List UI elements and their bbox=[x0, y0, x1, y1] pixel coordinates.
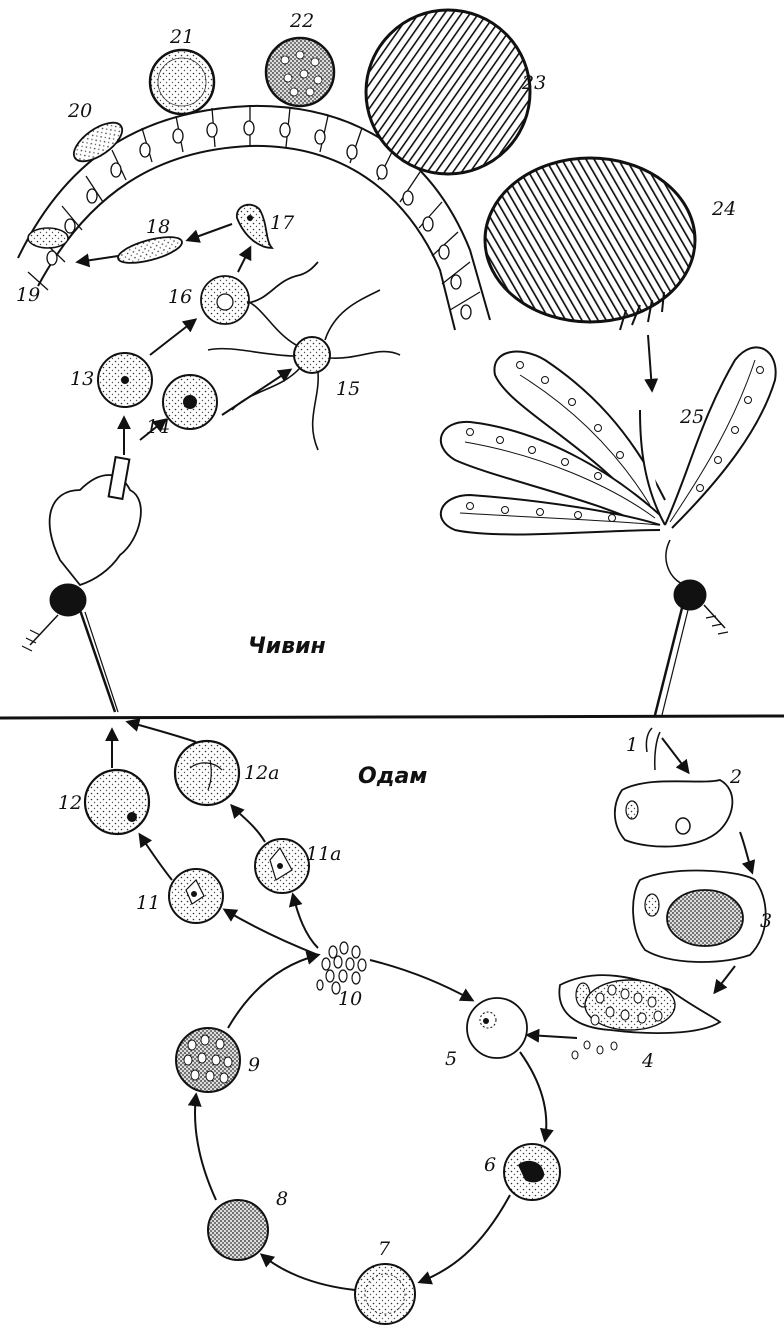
stage-3-host-nucleus bbox=[645, 894, 659, 916]
stage-label-10: 10 bbox=[338, 990, 362, 1009]
mosquito-head-right bbox=[655, 540, 728, 715]
stage-2-parasite bbox=[676, 818, 690, 834]
stage-17-zygote bbox=[237, 205, 272, 248]
human-host-label: Одам bbox=[358, 766, 427, 788]
stage-label-8: 8 bbox=[276, 1190, 288, 1209]
stage-label-23: 23 bbox=[522, 74, 546, 93]
stage-2-host-nucleus bbox=[626, 801, 638, 819]
stage-label-17: 17 bbox=[270, 214, 294, 233]
stage-14-nucleus bbox=[183, 395, 197, 409]
stage-label-25: 25 bbox=[680, 408, 704, 427]
stage-11a-nucleus bbox=[277, 863, 283, 869]
stage-label-18: 18 bbox=[146, 218, 170, 237]
stage-label-15: 15 bbox=[336, 380, 360, 399]
stage-label-5: 5 bbox=[445, 1050, 457, 1069]
stage-label-16: 16 bbox=[168, 288, 192, 307]
stage-label-12: 12 bbox=[58, 794, 82, 813]
stage-22-oocyst bbox=[266, 38, 334, 106]
stage-3-schizont bbox=[667, 890, 743, 946]
stage-label-4: 4 bbox=[642, 1052, 654, 1071]
stage-23-oocyst bbox=[366, 10, 530, 174]
stage-label-12a: 12a bbox=[244, 764, 280, 783]
stage-label-24: 24 bbox=[712, 200, 736, 219]
stage-10-merozoites bbox=[317, 942, 366, 994]
stage-12-gametocyte bbox=[85, 770, 149, 834]
stage-12-nucleus bbox=[127, 812, 137, 822]
stage-12a-gametocyte bbox=[175, 741, 239, 805]
stage-21-oocyst bbox=[150, 50, 214, 114]
stage-label-21: 21 bbox=[170, 28, 194, 47]
stage-label-22: 22 bbox=[290, 12, 314, 31]
stage-label-1: 1 bbox=[626, 736, 638, 755]
mosquito-head-left bbox=[22, 457, 141, 712]
stage-1-sporozoites bbox=[646, 728, 660, 770]
stage-24-oocyst-rupturing bbox=[485, 158, 695, 330]
stage-4-liver-schizont bbox=[559, 975, 720, 1059]
stage-7-erythrocyte bbox=[355, 1264, 415, 1324]
host-divider-line bbox=[0, 716, 784, 718]
stage-label-9: 9 bbox=[248, 1056, 260, 1075]
stage-5-dot bbox=[483, 1018, 489, 1024]
stage-25-salivary-glands bbox=[441, 347, 776, 534]
stage-11-nucleus bbox=[191, 891, 197, 897]
stage-label-14: 14 bbox=[146, 418, 170, 437]
stage-label-19: 19 bbox=[16, 286, 40, 305]
stage-label-6: 6 bbox=[484, 1156, 496, 1175]
stage-5-erythrocyte bbox=[467, 998, 527, 1058]
mosquito-host-label: Чивин bbox=[248, 636, 326, 658]
stage-label-13: 13 bbox=[70, 370, 94, 389]
stage-8-erythrocyte bbox=[208, 1200, 268, 1260]
stage-13-nucleus bbox=[121, 376, 129, 384]
stage-16-ookinete-forming bbox=[201, 262, 318, 324]
stage-label-2: 2 bbox=[730, 768, 742, 787]
stage-19-cell bbox=[28, 228, 68, 248]
stage-label-20: 20 bbox=[68, 102, 92, 121]
stage-label-11a: 11a bbox=[306, 845, 342, 864]
stage-label-11: 11 bbox=[136, 894, 160, 913]
stage-17-nucleus bbox=[247, 215, 253, 221]
stage-label-7: 7 bbox=[378, 1240, 390, 1259]
stage-label-3: 3 bbox=[760, 912, 772, 931]
